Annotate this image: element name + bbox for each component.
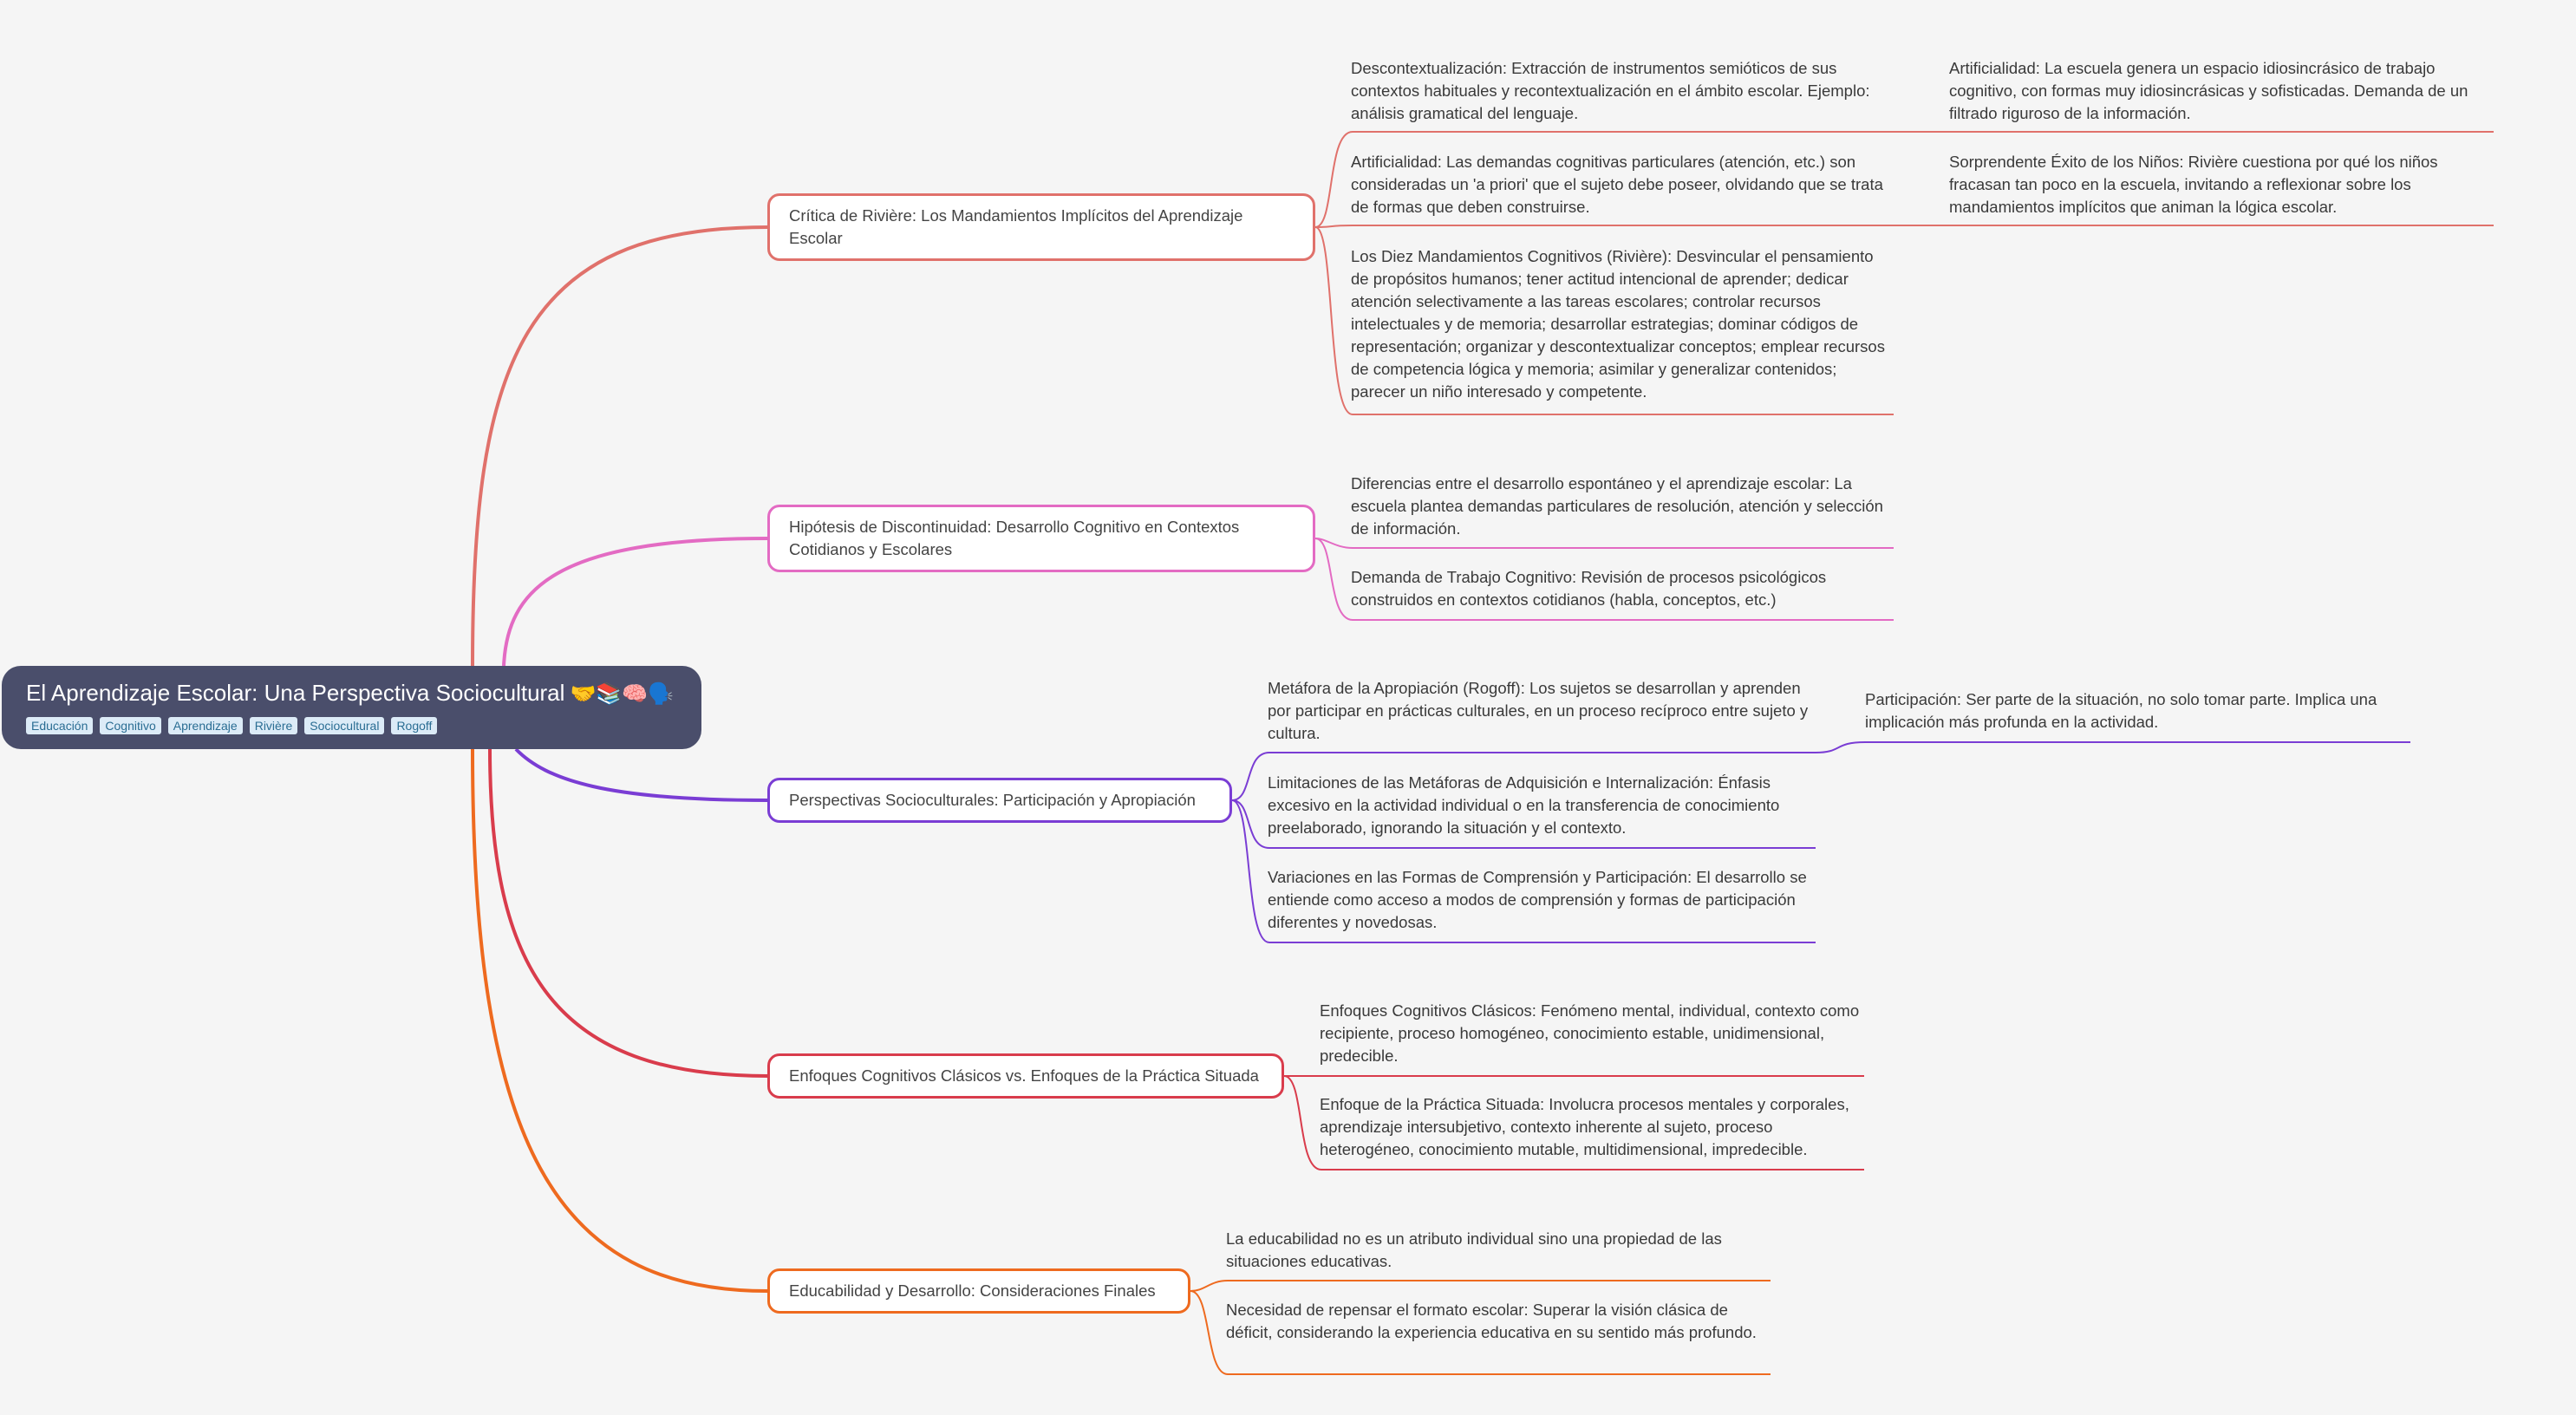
subtopic-text: Variaciones en las Formas de Comprensión… xyxy=(1268,868,1807,931)
subtopic-text: Artificialidad: La escuela genera un esp… xyxy=(1949,59,2468,122)
connector-b4-c2 xyxy=(1283,1075,1322,1170)
connector-root-branch5 xyxy=(471,748,768,1293)
subtopic-diferencias-desarrollo[interactable]: Diferencias entre el desarrollo espontán… xyxy=(1351,467,1894,540)
connector-b3-c1 xyxy=(1231,752,1270,801)
connector-b1-c3 xyxy=(1314,226,1353,415)
branch-perspectivas-socioculturales[interactable]: Perspectivas Socioculturales: Participac… xyxy=(767,778,1232,823)
connector-b2-c2 xyxy=(1314,538,1353,621)
subtopic-metafora-apropiacion[interactable]: Metáfora de la Apropiación (Rogoff): Los… xyxy=(1268,672,1816,745)
branch-educabilidad-desarrollo[interactable]: Educabilidad y Desarrollo: Consideracion… xyxy=(767,1268,1190,1314)
branch-critica-riviere[interactable]: Crítica de Rivière: Los Mandamientos Imp… xyxy=(767,193,1315,261)
subtopic-descontextualizacion[interactable]: Descontextualización: Extracción de inst… xyxy=(1351,52,1894,125)
subtopic-text: Participación: Ser parte de la situación… xyxy=(1865,690,2377,731)
subtopic-text: Limitaciones de las Metáforas de Adquisi… xyxy=(1268,773,1780,837)
subtopic-text: Enfoques Cognitivos Clásicos: Fenómeno m… xyxy=(1320,1001,1860,1065)
root-title-row: El Aprendizaje Escolar: Una Perspectiva … xyxy=(26,678,677,708)
subtopic-practica-situada[interactable]: Enfoque de la Práctica Situada: Involucr… xyxy=(1320,1088,1868,1161)
connector-b3-c1-g xyxy=(1815,741,1866,753)
subtopic-repensar-formato[interactable]: Necesidad de repensar el formato escolar… xyxy=(1226,1294,1765,1344)
subtopic-artificialidad-espacio[interactable]: Artificialidad: La escuela genera un esp… xyxy=(1949,52,2497,125)
branch-label: Hipótesis de Discontinuidad: Desarrollo … xyxy=(789,518,1240,558)
subtopic-diez-mandamientos[interactable]: Los Diez Mandamientos Cognitivos (Rivièr… xyxy=(1351,240,1894,403)
subtopic-artificialidad-demandas[interactable]: Artificialidad: Las demandas cognitivas … xyxy=(1351,146,1894,218)
subtopic-limitaciones-metaforas[interactable]: Limitaciones de las Metáforas de Adquisi… xyxy=(1268,766,1816,839)
tag-cognitivo[interactable]: Cognitivo xyxy=(100,717,161,734)
subtopic-text: Diferencias entre el desarrollo espontán… xyxy=(1351,474,1883,538)
branch-label: Crítica de Rivière: Los Mandamientos Imp… xyxy=(789,206,1243,247)
tag-aprendizaje[interactable]: Aprendizaje xyxy=(167,717,243,734)
subtopic-educabilidad-atributo[interactable]: La educabilidad no es un atributo indivi… xyxy=(1226,1223,1765,1273)
subtopic-text: Metáfora de la Apropiación (Rogoff): Los… xyxy=(1268,679,1809,742)
subtopic-text: Descontextualización: Extracción de inst… xyxy=(1351,59,1870,122)
subtopic-demanda-trabajo[interactable]: Demanda de Trabajo Cognitivo: Revisión d… xyxy=(1351,561,1894,611)
subtopic-text: Necesidad de repensar el formato escolar… xyxy=(1226,1301,1757,1341)
root-topic[interactable]: El Aprendizaje Escolar: Una Perspectiva … xyxy=(2,666,701,749)
tag-rogoff[interactable]: Rogoff xyxy=(391,717,438,734)
branch-label: Perspectivas Socioculturales: Participac… xyxy=(789,791,1196,809)
branch-enfoques-cognitivos[interactable]: Enfoques Cognitivos Clásicos vs. Enfoque… xyxy=(767,1053,1284,1099)
connector-root-branch4 xyxy=(488,748,768,1078)
subtopic-text: Sorprendente Éxito de los Niños: Rivière… xyxy=(1949,153,2438,216)
connector-root-branch3 xyxy=(514,747,768,802)
subtopic-text: La educabilidad no es un atributo indivi… xyxy=(1226,1229,1722,1270)
branch-label: Enfoques Cognitivos Clásicos vs. Enfoque… xyxy=(789,1066,1259,1085)
connector-b5-c2 xyxy=(1190,1290,1229,1375)
subtopic-enfoques-clasicos[interactable]: Enfoques Cognitivos Clásicos: Fenómeno m… xyxy=(1320,994,1868,1067)
subtopic-variaciones-formas[interactable]: Variaciones en las Formas de Comprensión… xyxy=(1268,861,1816,934)
subtopic-sorprendente-exito[interactable]: Sorprendente Éxito de los Niños: Rivière… xyxy=(1949,146,2497,218)
connector-root-branch1 xyxy=(471,225,768,667)
connector-b5-c1 xyxy=(1190,1280,1229,1292)
connector-b3-c2 xyxy=(1231,799,1270,849)
connector-b2-c1 xyxy=(1314,538,1353,549)
branch-hipotesis-discontinuidad[interactable]: Hipótesis de Discontinuidad: Desarrollo … xyxy=(767,505,1315,572)
tag-sociocultural[interactable]: Sociocultural xyxy=(304,717,385,734)
connector-b1-c1 xyxy=(1314,131,1353,228)
subtopic-participacion[interactable]: Participación: Ser parte de la situación… xyxy=(1865,683,2413,734)
subtopic-text: Artificialidad: Las demandas cognitivas … xyxy=(1351,153,1883,216)
branch-label: Educabilidad y Desarrollo: Consideracion… xyxy=(789,1281,1156,1300)
subtopic-text: Los Diez Mandamientos Cognitivos (Rivièr… xyxy=(1351,247,1885,401)
root-emoji-icons: 🤝📚🧠🗣️ xyxy=(570,681,674,706)
subtopic-text: Demanda de Trabajo Cognitivo: Revisión d… xyxy=(1351,568,1827,609)
connector-root-branch2 xyxy=(502,537,768,667)
connector-b1-c2 xyxy=(1314,225,1353,228)
tag-educacion[interactable]: Educación xyxy=(26,717,94,734)
subtopic-text: Enfoque de la Práctica Situada: Involucr… xyxy=(1320,1095,1849,1158)
connector-b3-c3 xyxy=(1231,799,1270,943)
tag-riviere[interactable]: Rivière xyxy=(249,717,298,734)
tag-list: Educación Cognitivo Aprendizaje Rivière … xyxy=(26,717,677,734)
root-title: El Aprendizaje Escolar: Una Perspectiva … xyxy=(26,680,565,706)
